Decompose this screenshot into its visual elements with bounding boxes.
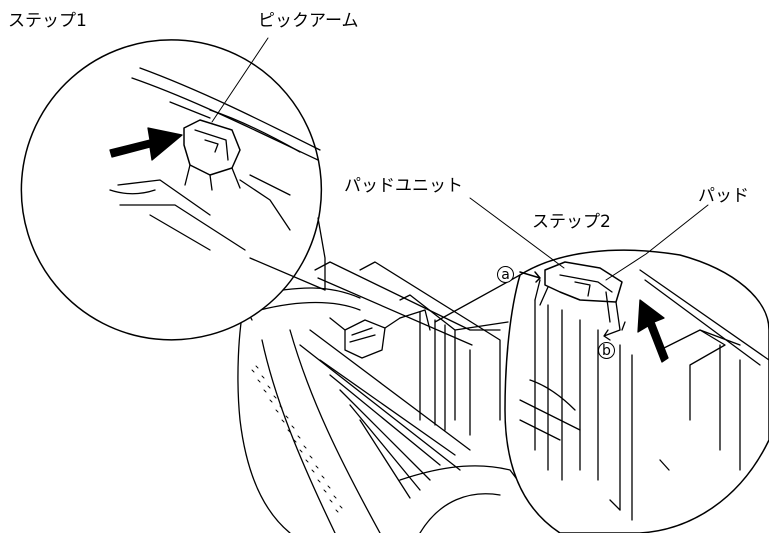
- step2-callout: [434, 249, 769, 534]
- pad-label: パッド: [698, 186, 749, 206]
- leader-lines: [211, 37, 709, 281]
- marker-a: a: [497, 266, 514, 283]
- step2-label: ステップ2: [532, 212, 611, 232]
- pick-arm-label: ピックアーム: [258, 11, 359, 31]
- pad-unit-leader: [469, 197, 565, 269]
- pad-unit-label: パッドユニット: [344, 176, 463, 196]
- vent-holes: [251, 365, 343, 513]
- pad-leader: [605, 204, 709, 281]
- step1-label: ステップ1: [8, 11, 87, 31]
- scanner-body: [237, 261, 526, 534]
- marker-b: b: [598, 342, 615, 359]
- step1-callout: [20, 39, 326, 341]
- pick-arm-leader: [211, 37, 269, 123]
